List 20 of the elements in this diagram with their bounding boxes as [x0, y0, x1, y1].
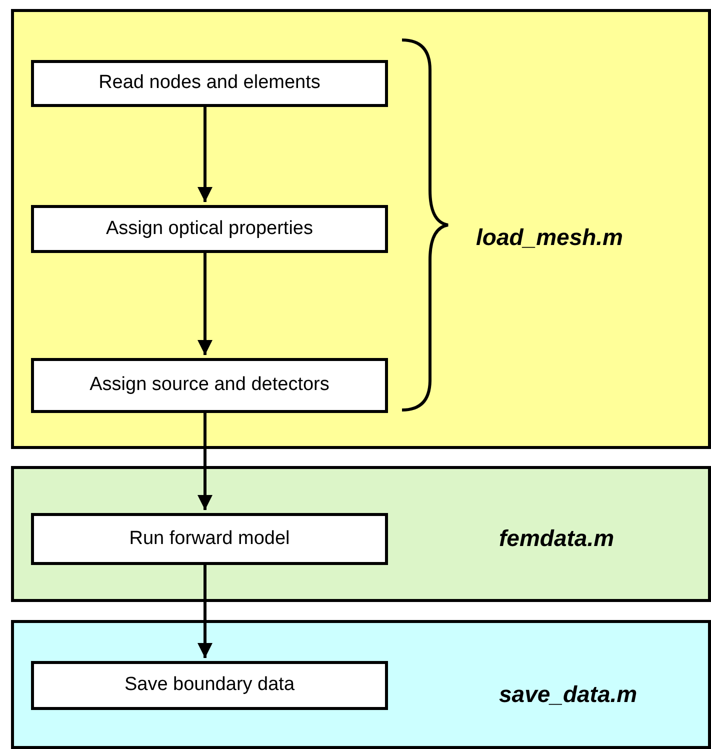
- module-band: [11, 620, 711, 749]
- module-band: [11, 9, 711, 449]
- process-box: [31, 205, 388, 253]
- module-label: femdata.m: [499, 524, 614, 553]
- process-box: [31, 358, 388, 413]
- process-text: Save boundary data: [124, 673, 295, 698]
- module-label: save_data.m: [499, 680, 638, 709]
- module-band: [11, 466, 711, 602]
- arrow: [198, 104, 212, 202]
- arrow: [198, 562, 212, 658]
- arrow: [198, 410, 212, 510]
- arrow: [198, 250, 212, 355]
- module-label: load_mesh.m: [476, 223, 623, 252]
- process-text: Assign source and detectors: [90, 373, 330, 398]
- process-box: [31, 513, 388, 565]
- process-box: [31, 60, 388, 107]
- process-box: [31, 661, 388, 710]
- process-text: Run forward model: [129, 526, 290, 551]
- process-text: Assign optical properties: [106, 216, 313, 241]
- process-text: Read nodes and elements: [98, 71, 320, 96]
